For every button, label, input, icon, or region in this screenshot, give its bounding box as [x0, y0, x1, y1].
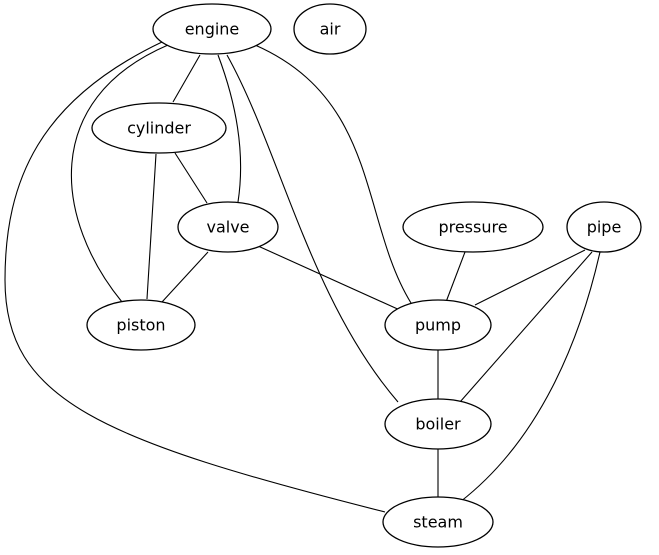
node-boiler: boiler	[384, 398, 492, 450]
node-steam: steam	[382, 496, 494, 548]
node-label-pipe: pipe	[587, 218, 622, 237]
node-label-cylinder: cylinder	[127, 119, 191, 138]
edge-pressure-pump	[445, 251, 466, 303]
edge-valve-pump	[257, 245, 403, 312]
edge-layer	[4, 41, 601, 513]
edge-engine-piston	[70, 44, 169, 303]
node-valve: valve	[177, 201, 279, 253]
node-label-steam: steam	[413, 513, 463, 532]
node-label-air: air	[320, 20, 341, 39]
edge-engine-pump	[254, 44, 412, 304]
node-label-boiler: boiler	[415, 415, 461, 434]
edge-engine-boiler	[226, 54, 399, 403]
node-piston: piston	[86, 299, 196, 351]
edge-pipe-boiler	[459, 251, 593, 403]
edge-engine-cylinder	[172, 54, 201, 103]
node-label-engine: engine	[185, 20, 240, 39]
node-air: air	[293, 3, 367, 55]
node-pump: pump	[384, 299, 492, 351]
node-label-pump: pump	[415, 316, 461, 335]
node-label-pressure: pressure	[438, 218, 507, 237]
node-engine: engine	[152, 3, 272, 55]
edge-pipe-steam	[459, 251, 601, 503]
node-pipe: pipe	[566, 201, 642, 253]
node-pressure: pressure	[402, 201, 544, 253]
edge-cylinder-piston	[146, 153, 157, 300]
node-layer: engine air cylinder valve pressure pipe …	[86, 3, 642, 548]
edge-valve-piston	[161, 251, 209, 303]
edge-cylinder-valve	[174, 152, 208, 204]
edge-pipe-pump	[474, 249, 586, 306]
node-cylinder: cylinder	[91, 102, 227, 154]
node-label-piston: piston	[116, 316, 165, 335]
edge-engine-valve	[217, 54, 242, 203]
node-label-valve: valve	[206, 218, 249, 237]
edge-engine-steam	[4, 41, 386, 513]
